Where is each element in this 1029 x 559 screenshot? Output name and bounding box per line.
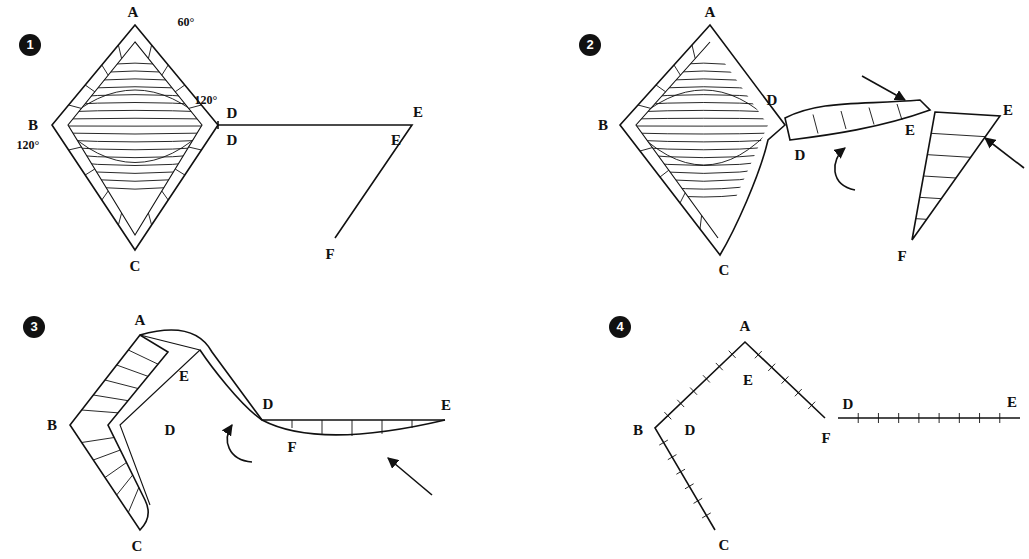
angle-label: 60° (177, 16, 196, 28)
point-label: F (896, 249, 907, 264)
point-label: C (718, 263, 731, 278)
panel-number: 4 (609, 316, 631, 338)
point-label: B (46, 418, 58, 433)
folded-band (70, 335, 168, 530)
rotation-arrow (227, 425, 252, 462)
fold-strip (140, 330, 445, 420)
point-label: A (704, 5, 717, 20)
point-label: E (1006, 395, 1018, 410)
rock-strip (785, 100, 930, 140)
fold-line (218, 125, 412, 238)
angle-label: 120° (16, 139, 41, 151)
point-label: E (1002, 103, 1014, 118)
rock-wedge (912, 112, 1000, 240)
point-label: C (718, 538, 731, 553)
point-label: F (324, 247, 335, 262)
point-label: E (742, 373, 754, 388)
point-label: A (134, 313, 147, 328)
point-label: D (226, 133, 239, 148)
point-label: F (820, 431, 831, 446)
point-label: E (390, 133, 402, 148)
panel-number: 3 (23, 316, 45, 338)
point-label: B (632, 423, 644, 438)
fault-trace (838, 417, 1020, 419)
point-label: E (904, 123, 916, 138)
point-label: B (597, 118, 609, 133)
point-label: D (684, 423, 697, 438)
point-label: D (794, 148, 807, 163)
rock-lens (262, 420, 445, 435)
rotation-arrow (835, 148, 855, 190)
fault-trace (655, 342, 825, 530)
point-label: E (440, 398, 452, 413)
point-label: E (178, 369, 190, 384)
panel-number: 2 (579, 34, 601, 56)
point-label: C (129, 259, 142, 274)
point-label: A (127, 5, 140, 20)
angle-label: 120° (194, 94, 219, 106)
point-label: B (27, 118, 39, 133)
stress-arrow (388, 458, 432, 495)
panel-number: 1 (19, 34, 41, 56)
point-label: A (739, 319, 752, 334)
point-label: D (164, 423, 177, 438)
point-label: F (286, 440, 297, 455)
point-label: D (262, 397, 275, 412)
rock-diamond (52, 25, 218, 250)
point-label: E (412, 105, 424, 120)
stress-arrow (985, 138, 1024, 168)
point-label: D (766, 93, 779, 108)
point-label: D (226, 106, 239, 121)
point-label: C (131, 539, 144, 554)
stress-arrow (862, 76, 905, 100)
rock-diamond (620, 25, 785, 255)
point-label: D (842, 397, 855, 412)
